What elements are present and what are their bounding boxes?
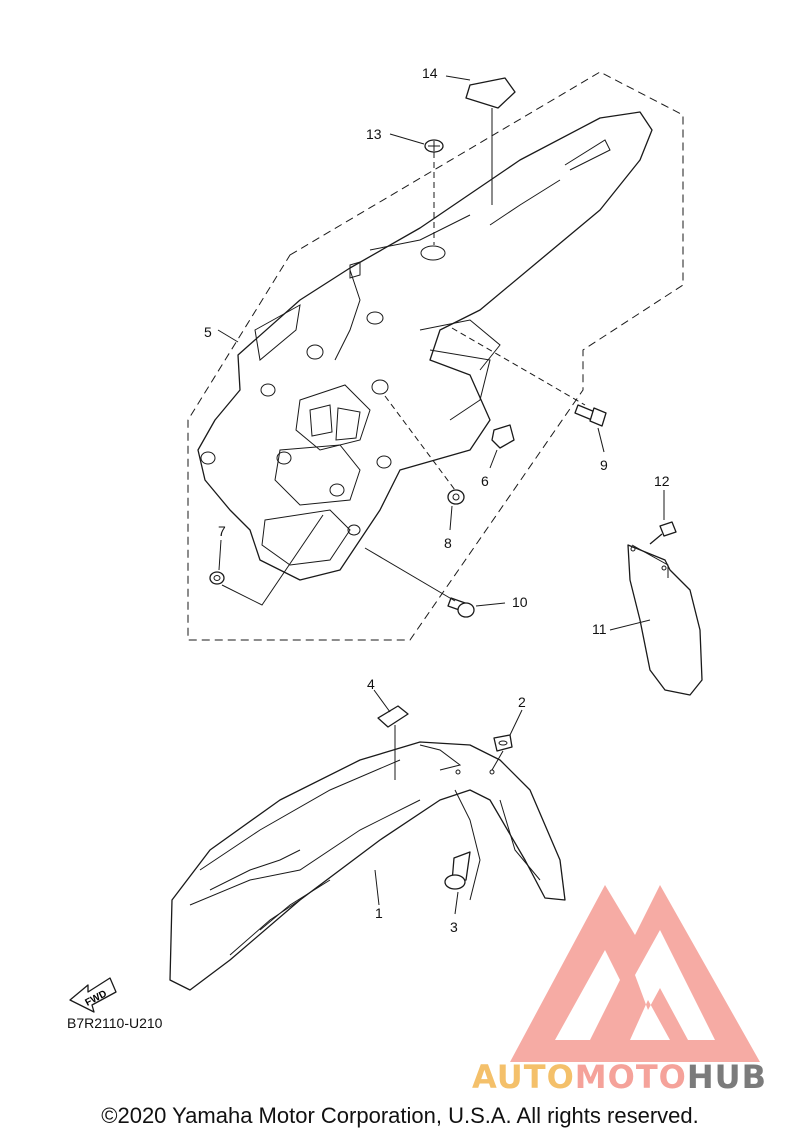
automotohub-logo <box>510 885 760 1062</box>
part-11-mudflap <box>627 544 703 696</box>
part-3-bolt <box>444 851 471 890</box>
callout-12: 12 <box>654 473 670 489</box>
callout-11: 11 <box>592 621 607 637</box>
callout-8: 8 <box>444 535 452 551</box>
callout-7: 7 <box>218 523 226 539</box>
part-2-nut <box>493 734 513 752</box>
part-13-clip <box>424 139 444 153</box>
callout-4: 4 <box>367 676 375 692</box>
callout-13: 13 <box>366 126 382 142</box>
rear-fender <box>197 111 653 581</box>
part-4-decal <box>377 705 409 728</box>
callout-14: 14 <box>422 65 438 81</box>
front-fender <box>169 741 566 991</box>
callout-5: 5 <box>204 324 212 340</box>
part-7-grommet <box>209 571 225 585</box>
leader-lines <box>217 75 665 915</box>
part-6-nut <box>491 424 515 449</box>
part-10-bolt <box>447 597 475 618</box>
callout-6: 6 <box>481 473 489 489</box>
callout-9: 9 <box>600 457 608 473</box>
copyright-notice: ©2020 Yamaha Motor Corporation, U.S.A. A… <box>101 1103 699 1128</box>
callout-10: 10 <box>512 594 528 610</box>
fwd-arrow: FWD <box>69 977 117 1013</box>
watermark-auto: AUTO <box>472 1058 575 1096</box>
callout-1: 1 <box>375 905 383 921</box>
assembly-boundary <box>187 71 684 641</box>
watermark-hub: HUB <box>686 1058 768 1096</box>
logo-mark <box>510 885 760 1062</box>
callout-2: 2 <box>518 694 526 710</box>
watermark-moto: MOTO <box>574 1058 687 1096</box>
part-9-bolt <box>574 404 607 427</box>
diagram-code: B7R2110-U210 <box>67 1015 163 1031</box>
part-14-decal <box>465 77 516 109</box>
callout-3: 3 <box>450 919 458 935</box>
watermark-text: AUTOMOTOHUB <box>472 1058 767 1096</box>
part-8-grommet <box>447 489 465 505</box>
part-12-screw <box>649 521 677 545</box>
